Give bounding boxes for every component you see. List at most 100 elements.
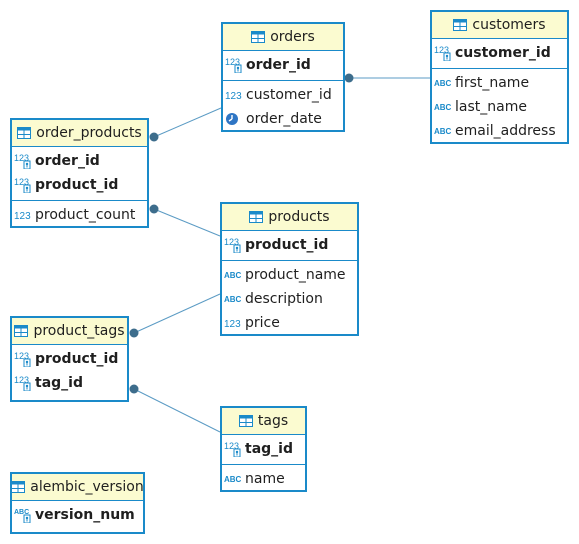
table-icon [11,481,26,493]
column-name[interactable]: ABC name [224,471,285,487]
table-order_products-header: order_products [12,120,147,147]
numeric-icon: 123 [14,207,33,223]
link-order_products-products [153,208,221,237]
column-email_address[interactable]: ABC email_address [434,123,556,139]
table-orders[interactable]: orders 123 order_id 123 customer_id orde… [221,22,345,132]
column-product_id[interactable]: 123 product_id [14,351,119,367]
table-alembic_version-title: alembic_version [30,479,144,495]
primary-key-section: 123 order_id [223,51,343,81]
table-icon [17,127,32,139]
columns-section: 123 customer_id order_date [223,81,343,134]
svg-text:123: 123 [434,45,449,55]
table-icon [249,211,264,223]
link-orders-customers-endpoint [344,73,354,83]
svg-text:123: 123 [224,237,239,247]
svg-text:123: 123 [225,91,242,101]
table-orders-header: orders [223,24,343,51]
table-customers-header: customers [432,12,567,39]
column-order_id[interactable]: 123 order_id [14,153,100,169]
table-icon [14,325,29,337]
column-product_count[interactable]: 123 product_count [14,207,136,223]
link-product_tags-tags-endpoint [129,384,139,394]
columns-section: ABC first_name ABC last_name ABC email_a… [432,69,567,146]
table-alembic_version-header: alembic_version [11,474,144,501]
svg-text:123: 123 [14,177,29,187]
table-icon [238,415,253,427]
svg-text:ABC: ABC [224,295,242,304]
link-product_tags-tags [133,388,221,433]
column-description[interactable]: ABC description [224,291,323,307]
column-tag_id[interactable]: 123 tag_id [14,375,83,391]
column-customer_id[interactable]: 123 customer_id [434,45,551,61]
column-first_name[interactable]: ABC first_name [434,75,530,91]
table-tags-header: tags [222,408,305,435]
numeric-key-icon: 123 [225,57,244,73]
numeric-icon: 123 [225,87,244,103]
table-product_tags[interactable]: product_tags 123 product_id 123 tag_id [10,316,129,402]
svg-text:ABC: ABC [224,475,242,484]
columns-section: ABC name [222,465,305,494]
primary-key-section: 123 tag_id [222,435,305,465]
primary-key-section: ABC version_num [12,501,143,530]
primary-key-section: 123 order_id 123 product_id [12,147,147,201]
column-tag_id[interactable]: 123 tag_id [224,441,293,457]
numeric-key-icon: 123 [14,351,33,367]
link-order_products-orders [153,107,222,138]
column-last_name[interactable]: ABC last_name [434,99,527,115]
table-alembic_version[interactable]: alembic_version ABC version_num [10,472,145,534]
column-product_id[interactable]: 123 product_id [14,177,119,193]
column-customer_id[interactable]: 123 customer_id [225,87,332,103]
numeric-key-icon: 123 [434,45,453,61]
table-product_tags-title: product_tags [33,323,125,339]
svg-text:123: 123 [225,57,240,67]
svg-text:ABC: ABC [434,127,452,136]
primary-key-section: 123 customer_id [432,39,567,69]
svg-text:ABC: ABC [434,79,452,88]
svg-text:123: 123 [14,351,29,361]
table-products[interactable]: products 123 product_id ABC product_name… [220,202,359,336]
svg-text:123: 123 [224,319,241,329]
primary-key-section: 123 product_id 123 tag_id [12,345,127,398]
link-order_products-orders-endpoint [149,132,159,142]
table-orders-title: orders [270,29,315,45]
columns-section: ABC product_name ABC description 123 pri… [222,261,357,338]
table-products-title: products [268,209,330,225]
numeric-key-icon: 123 [224,441,243,457]
svg-text:123: 123 [14,153,29,163]
svg-text:ABC: ABC [14,509,29,516]
table-icon [251,31,266,43]
svg-text:123: 123 [14,211,31,221]
svg-text:123: 123 [224,441,239,451]
numeric-key-icon: 123 [14,375,33,391]
column-version_num[interactable]: ABC version_num [14,507,135,523]
numeric-icon: 123 [224,315,243,331]
text-icon: ABC [434,123,453,139]
table-tags[interactable]: tags 123 tag_id ABC name [220,406,307,492]
columns-section: 123 product_count [12,201,147,230]
svg-text:ABC: ABC [434,103,452,112]
text-icon: ABC [434,75,453,91]
text-key-icon: ABC [14,507,33,523]
numeric-key-icon: 123 [224,237,243,253]
column-order_id[interactable]: 123 order_id [225,57,311,73]
table-icon [453,19,468,31]
svg-text:123: 123 [14,375,29,385]
table-product_tags-header: product_tags [12,318,127,345]
table-tags-title: tags [257,413,289,429]
text-icon: ABC [224,267,243,283]
table-products-header: products [222,204,357,231]
column-product_name[interactable]: ABC product_name [224,267,346,283]
table-order_products[interactable]: order_products 123 order_id 123 product_… [10,118,149,228]
primary-key-section: 123 product_id [222,231,357,261]
link-product_tags-products-endpoint [129,328,139,338]
column-order_date[interactable]: order_date [223,107,343,131]
column-product_id[interactable]: 123 product_id [224,237,329,253]
clock-icon [225,111,244,127]
column-price[interactable]: 123 price [224,315,280,331]
text-icon: ABC [224,471,243,487]
table-customers[interactable]: customers 123 customer_id ABC first_name… [430,10,569,144]
numeric-key-icon: 123 [14,177,33,193]
table-order_products-title: order_products [36,125,142,141]
table-customers-title: customers [472,17,546,33]
